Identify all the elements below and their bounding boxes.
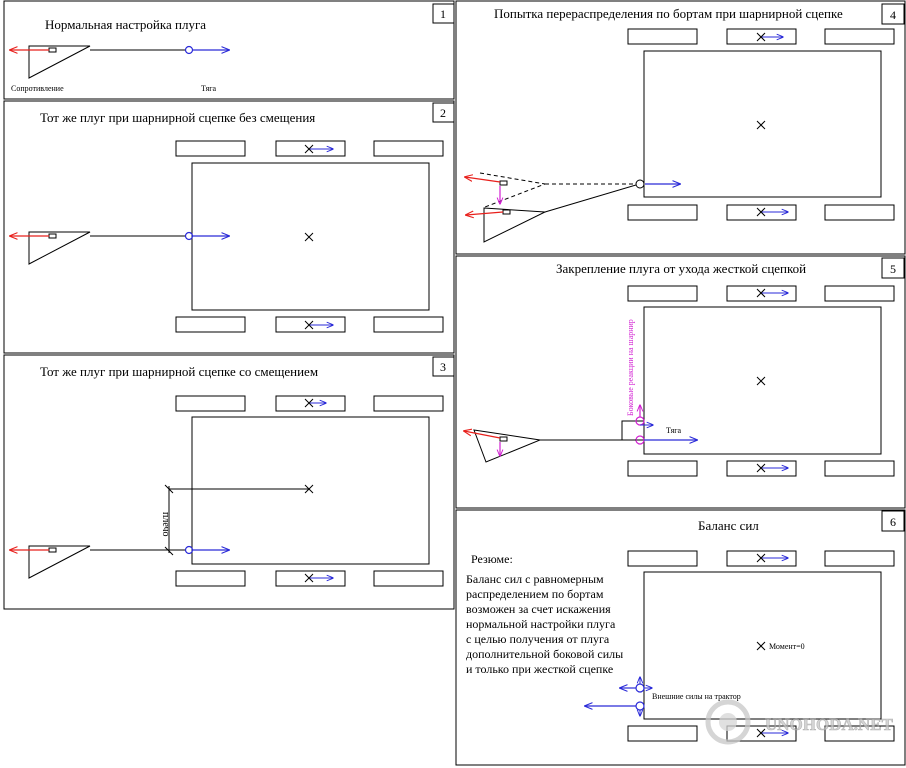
resistance-label: Сопротивление [11, 84, 64, 93]
panel-6-title: Баланс сил [698, 518, 759, 533]
center-mark [756, 641, 766, 651]
plough-dashed [479, 172, 636, 208]
panel-5-frame [455, 255, 906, 509]
summary-line: дополнительной боковой силы [466, 647, 623, 661]
panel-5-title: Закрепление плуга от ухода жесткой сцепк… [556, 261, 806, 276]
summary-line: распределением по бортам [466, 587, 604, 601]
panel-3-title: Тот же плуг при шарнирной сцепке со смещ… [40, 364, 318, 379]
pull-label: Тяга [201, 84, 217, 93]
panel-6-number-box [881, 510, 905, 532]
tractor [627, 285, 895, 477]
panel-3-number: 3 [440, 360, 446, 374]
moment-label: Момент=0 [769, 642, 805, 651]
panel-2-title: Тот же плуг при шарнирной сцепке без сме… [40, 110, 315, 125]
summary-line: Баланс сил с равномерным [466, 572, 604, 586]
plough-icon [28, 45, 91, 79]
panel-4-title: Попытка перераспределения по бортам при … [494, 6, 843, 21]
panel-6-number: 6 [890, 515, 896, 529]
panel-1-number-box [432, 3, 455, 24]
panel-1-frame [3, 0, 455, 100]
panel-3: 3 Тот же плуг при шарнирной сцепке со см… [3, 354, 455, 610]
summary-line: и только при жесткой сцепке [466, 662, 613, 676]
panel-4-number-box [881, 3, 905, 25]
panel-2-number: 2 [440, 106, 446, 120]
external-forces-label: Внешние силы на трактор [652, 692, 741, 701]
panel-3-frame [3, 354, 455, 610]
summary-line: возможен за счет искажения [466, 602, 611, 616]
plough-icon [28, 231, 91, 265]
panel-2: 2 Тот же плуг при шарнирной сцепке без с… [3, 100, 455, 354]
center-mark [304, 484, 314, 494]
panel-1: 1 Нормальная настройка плуга Сопротивлен… [3, 0, 455, 100]
panel-4: 4 Попытка перераспределения по бортам пр… [455, 0, 906, 255]
summary-heading: Резюме: [471, 552, 513, 566]
panel-6: 6 Баланс сил Момент=0 Внешние силы на тр… [455, 509, 906, 766]
summary-line: с целью получения от плуга [466, 632, 610, 646]
tractor [627, 28, 895, 221]
hitch-pivot [184, 45, 194, 55]
summary: Резюме: Баланс сил с равномерным распред… [466, 552, 623, 676]
panel-2-number-box [432, 102, 455, 123]
rigid-hitch [621, 420, 645, 441]
side-reaction-label: Боковые реакции на шарнир [626, 319, 635, 416]
panel-5-number-box [881, 257, 905, 279]
center-mark [756, 376, 766, 386]
watermark-logo: UNOHODA.NET [705, 699, 894, 745]
hitch-pivot [184, 231, 194, 241]
panel-3-number-box [432, 356, 455, 377]
panel-1-number: 1 [440, 7, 446, 21]
plough-icon [28, 545, 91, 579]
pull-label: Тяга [666, 426, 682, 435]
center-mark [756, 120, 766, 130]
plough-icon [483, 184, 637, 243]
watermark-text: UNOHODA.NET [765, 715, 894, 734]
panel-5: 5 Закрепление плуга от ухода жесткой сце… [455, 255, 906, 509]
panel-2-frame [3, 100, 455, 354]
arm-label: плечо [160, 512, 171, 537]
plough-icon [473, 429, 636, 463]
panel-4-frame [455, 0, 906, 255]
panel-6-frame [455, 509, 906, 766]
panel-5-number: 5 [890, 262, 896, 276]
summary-line: нормальной настройки плуга [466, 617, 616, 631]
panel-1-title: Нормальная настройка плуга [45, 17, 206, 32]
panel-4-number: 4 [890, 8, 896, 22]
center-mark [304, 232, 314, 242]
tractor [175, 395, 444, 587]
tractor [627, 550, 895, 742]
